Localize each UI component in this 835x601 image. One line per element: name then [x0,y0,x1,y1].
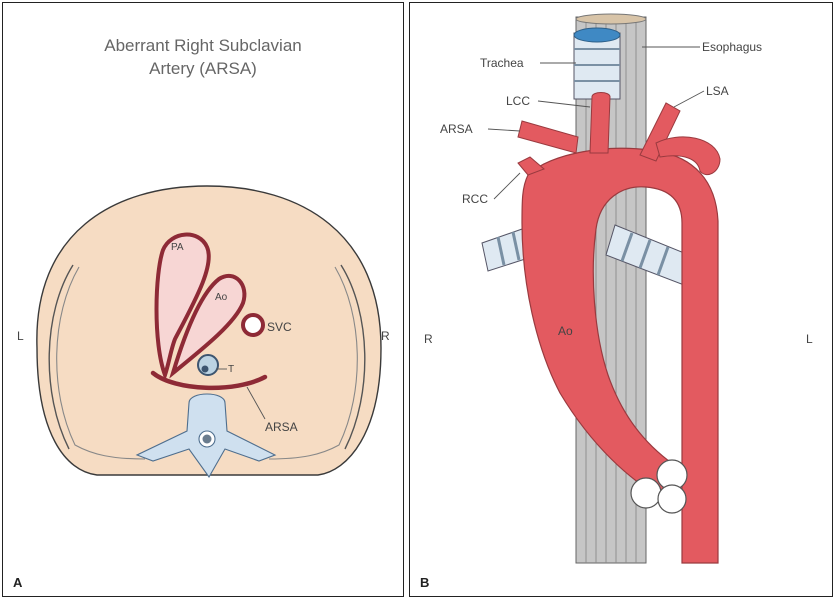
label-lcc: LCC [506,94,530,108]
axial-diagram: Aberrant Right Subclavian Artery (ARSA) … [3,3,403,596]
node-1 [631,478,661,508]
label-svc: SVC [267,320,292,334]
panel-letter-b: B [420,575,429,590]
esophagus-cross-section [202,366,209,373]
svc-vessel [243,315,263,335]
label-ao-b: Ao [558,324,573,338]
spinal-cord [203,435,212,444]
label-right-side: R [381,329,390,343]
lsa-leader [674,91,704,107]
aortic-arch-diagram: Trachea Esophagus LCC LSA ARSA RCC Ao R … [410,3,832,596]
panel-a-axial-section: Aberrant Right Subclavian Artery (ARSA) … [2,2,404,597]
label-pa: PA [171,242,184,253]
label-ao: Ao [215,292,228,303]
trachea-cross-section [198,355,218,375]
label-arsa-axial: ARSA [265,420,298,434]
left-common-carotid [590,93,610,154]
diagram-title-line-2: Artery (ARSA) [149,59,257,78]
label-lsa: LSA [706,84,729,98]
label-trachea: Trachea [480,56,524,70]
label-t: T [228,364,234,375]
node-3 [658,485,686,513]
arsa-branch [518,121,578,153]
label-left-b: L [806,332,813,346]
trachea [574,28,620,99]
panel-b-posterior-view: Trachea Esophagus LCC LSA ARSA RCC Ao R … [409,2,833,597]
label-arsa: ARSA [440,122,473,136]
label-left-side: L [17,329,24,343]
label-rcc: RCC [462,192,488,206]
arsa-leader-b [488,129,520,131]
label-right-b: R [424,332,433,346]
label-esophagus: Esophagus [702,40,762,54]
rcc-leader [494,173,520,199]
diagram-title-line-1: Aberrant Right Subclavian [104,36,302,55]
panel-letter-a: A [13,575,23,590]
